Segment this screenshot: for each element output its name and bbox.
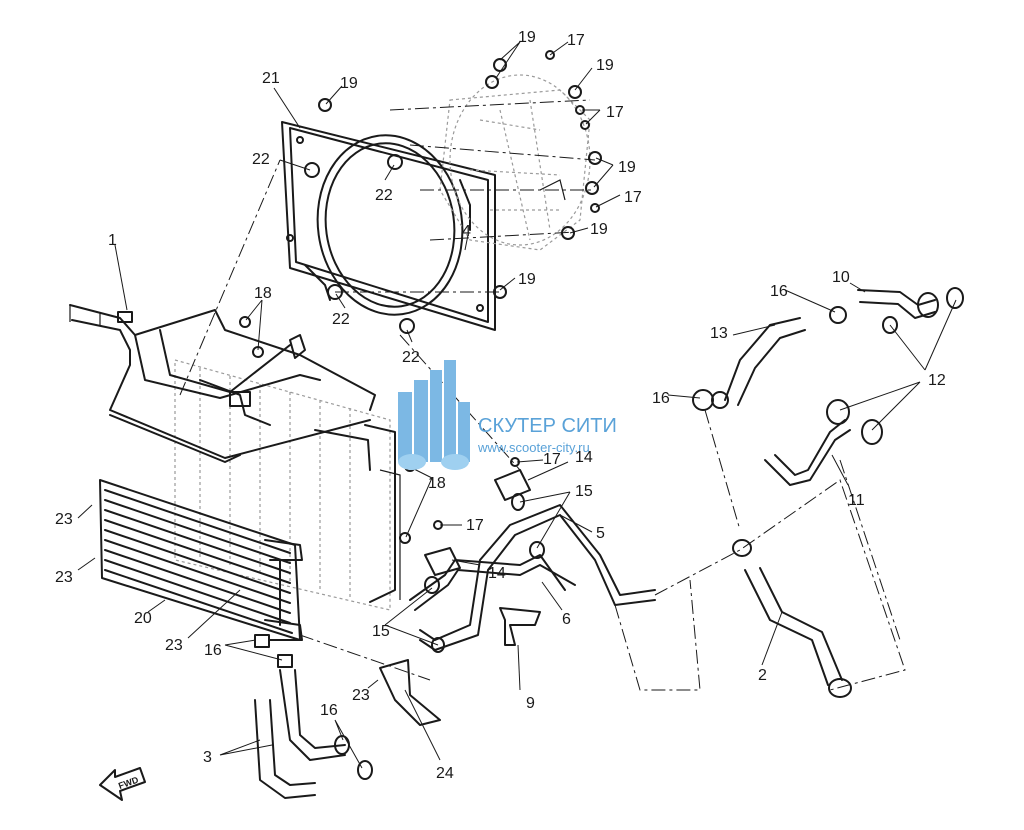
callout-19d: 19 (590, 221, 608, 238)
callout-16c: 16 (204, 642, 222, 659)
watermark-url: www.scooter-city.ru (477, 440, 590, 455)
callout-21: 21 (262, 70, 280, 87)
callout-10: 10 (832, 269, 850, 286)
watermark-title: СКУТЕР СИТИ (478, 415, 617, 437)
callout-17d: 17 (543, 451, 561, 468)
bolt-17-4 (590, 203, 600, 213)
callout-19c: 19 (618, 159, 636, 176)
watermark-logo: СКУТЕР СИТИ www.scooter-city.ru (398, 360, 617, 470)
callout-22b: 22 (375, 187, 393, 204)
fan-shroud (281, 121, 496, 331)
callout-19a: 19 (518, 29, 536, 46)
callout-23c: 23 (165, 637, 183, 654)
callout-3: 3 (203, 749, 212, 766)
callout-24: 24 (436, 765, 454, 782)
hose-2 (732, 539, 852, 698)
pipe-clamps (379, 469, 545, 726)
callout-16d: 16 (320, 702, 338, 719)
callout-22d: 22 (402, 349, 420, 366)
callout-13: 13 (710, 325, 728, 342)
callout-16b: 16 (652, 390, 670, 407)
bolt-19-1 (493, 58, 507, 72)
callout-23a: 23 (55, 511, 73, 528)
callout-9: 9 (526, 695, 535, 712)
callout-17b: 17 (606, 104, 624, 121)
cooler-hoses (254, 634, 373, 799)
callout-18a: 18 (254, 285, 272, 302)
bolt-19-3 (568, 85, 582, 99)
bolt-19-8 (318, 98, 332, 112)
bolts (239, 50, 602, 544)
bolt-18-4 (399, 532, 411, 544)
bolt-17-1 (545, 50, 555, 60)
hose-11 (764, 399, 883, 486)
callout-12: 12 (928, 372, 946, 389)
bolt-19-2 (485, 75, 499, 89)
bolt-19-5 (585, 181, 599, 195)
bolt-17-3 (580, 120, 590, 130)
callout-17c: 17 (624, 189, 642, 206)
assembly-lines (179, 99, 906, 691)
nut-22-4 (399, 318, 415, 334)
callout-23b: 23 (55, 569, 73, 586)
nut-22-2 (387, 154, 403, 170)
hose-10 (857, 287, 964, 334)
oil-pipes (409, 504, 656, 651)
oil-cooler (99, 479, 303, 641)
forward-direction-arrow: FWD (99, 767, 146, 801)
callout-15a: 15 (575, 483, 593, 500)
hose-13 (692, 306, 847, 411)
callout-14b: 14 (488, 565, 506, 582)
callout-19b: 19 (596, 57, 614, 74)
callout-22c: 22 (332, 311, 350, 328)
radiator-frame-bracket (69, 304, 376, 463)
callout-16a: 16 (770, 283, 788, 300)
callout-6: 6 (562, 611, 571, 628)
callout-11: 11 (848, 492, 865, 509)
callout-5: 5 (596, 525, 605, 542)
callout-15b: 15 (372, 623, 390, 640)
callout-22a: 22 (252, 151, 270, 168)
callout-4: 4 (462, 223, 471, 240)
callout-1: 1 (108, 232, 117, 249)
callout-17e: 17 (466, 517, 484, 534)
callout-14a: 14 (575, 449, 593, 466)
callout-17a: 17 (567, 32, 585, 49)
radiator-core (174, 359, 401, 611)
callout-23d: 23 (352, 687, 370, 704)
bolt-19-4 (588, 151, 602, 165)
nut-22-1 (304, 162, 320, 178)
callout-19e: 19 (518, 271, 536, 288)
callout-labels: 1 2 3 4 5 6 9 10 11 12 13 14 14 15 15 16… (55, 29, 946, 782)
bolt-18-1 (239, 316, 251, 328)
callout-2: 2 (758, 667, 767, 684)
callout-19f: 19 (340, 75, 358, 92)
callout-18b: 18 (428, 475, 446, 492)
leader-lines (77, 41, 957, 769)
callout-20: 20 (134, 610, 152, 627)
